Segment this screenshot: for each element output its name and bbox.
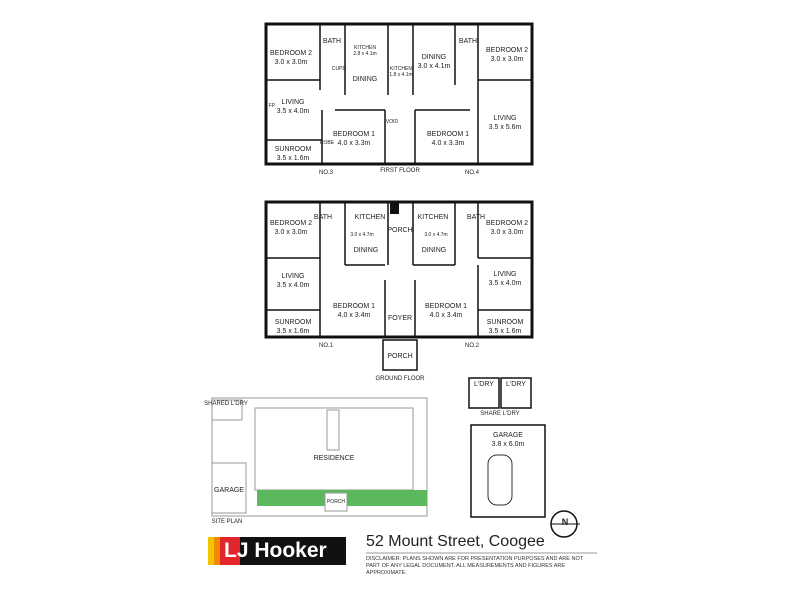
compass-north: N <box>561 517 569 527</box>
ldry-right <box>500 377 532 409</box>
ff-fireplace: FP <box>268 103 276 109</box>
entry-porch <box>382 339 418 371</box>
ff-bath-right: BATH <box>458 38 478 45</box>
gf-unit-left: NO.1 <box>318 343 334 349</box>
gf-unit-right: NO.2 <box>464 343 480 349</box>
gf-kitchen-left: KITCHEN <box>354 214 386 221</box>
ldry-left-label: L'DRY <box>474 381 494 388</box>
lj-hooker-logo: LJ Hooker <box>208 537 346 565</box>
ff-cupd-left: CUPD <box>331 66 347 72</box>
ff-dining-left: DINING <box>352 76 378 83</box>
gf-bath-right: BATH <box>466 214 486 221</box>
gf-caption: GROUND FLOOR <box>375 376 425 382</box>
ff-unit-right: NO.4 <box>464 170 480 176</box>
property-address: 52 Mount Street, Coogee <box>366 533 545 550</box>
site-plan-caption: SITE PLAN <box>211 519 243 525</box>
ldry-left <box>468 377 500 409</box>
site-residence-label: RESIDENCE <box>313 455 355 462</box>
disclaimer: DISCLAIMER: PLANS SHOWN ARE FOR PRESENTA… <box>366 556 583 576</box>
ldry-right-label: L'DRY <box>506 381 526 388</box>
gf-porch-front: PORCH <box>387 353 413 360</box>
gf-bath-left: BATH <box>313 214 333 221</box>
garage-outline <box>470 424 546 518</box>
site-shared-ldry <box>211 399 243 421</box>
gf-porch-rear: PORCH <box>387 227 413 234</box>
ff-bath-left: BATH <box>322 38 342 45</box>
first-floor-outline <box>264 22 534 166</box>
gf-dining-right: DINING <box>421 247 447 254</box>
ff-unit-left: NO.3 <box>318 170 334 176</box>
gf-foyer: FOYER <box>387 315 413 322</box>
site-garage <box>211 462 247 514</box>
site-shared-ldry-label: SHARED L'DRY <box>204 401 248 407</box>
gf-kitchen-right-size: 3.0 x 4.7m <box>424 232 448 238</box>
ff-void: VOID <box>385 119 399 125</box>
gf-kitchen-left-size: 3.0 x 4.7m <box>350 232 374 238</box>
gf-kitchen-right: KITCHEN <box>417 214 449 221</box>
gf-dining-left: DINING <box>353 247 379 254</box>
ff-caption: FIRST FLOOR <box>380 168 420 174</box>
site-porch-label: PORCH <box>326 499 346 505</box>
car-icon <box>487 454 513 506</box>
share-ldry-caption: SHARE L'DRY <box>480 411 520 417</box>
ff-robe: ROBE <box>319 140 335 146</box>
site-boundary <box>211 397 428 517</box>
site-garage-label: GARAGE <box>214 487 244 494</box>
